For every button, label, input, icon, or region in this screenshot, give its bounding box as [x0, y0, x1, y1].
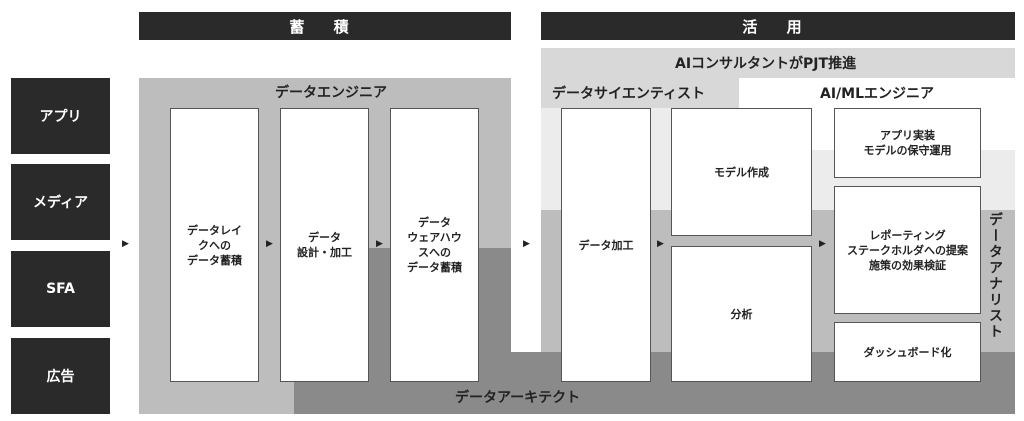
role-ai-consultant: AIコンサルタントがPJT推進	[675, 56, 857, 72]
box-data-warehouse: データ ウェアハウ スへの データ蓄積	[390, 108, 479, 382]
role-data-analyst: データアナリスト	[987, 212, 1003, 340]
source-media: メディア	[11, 164, 110, 240]
box-analysis: 分析	[671, 246, 812, 382]
source-sfa: SFA	[11, 251, 110, 327]
role-ai-ml-engineer: AI/MLエンジニア	[820, 86, 935, 102]
role-data-engineer: データエンジニア	[275, 85, 387, 101]
arrow-lake-to-design: ▶	[266, 239, 273, 249]
box-model-creation: モデル作成	[671, 108, 812, 236]
arrow-design-to-warehouse: ▶	[376, 239, 383, 249]
box-data-design: データ 設計・加工	[280, 108, 369, 382]
arrow-model-to-outputs: ▶	[819, 239, 826, 249]
box-data-lake: データレイ クへの データ蓄積	[170, 108, 259, 382]
box-app-implementation: アプリ実装 モデルの保守運用	[834, 108, 981, 178]
box-dashboard: ダッシュボード化	[834, 322, 981, 382]
arrow-warehouse-to-processing: ▶	[523, 239, 530, 249]
role-data-architect: データアーキテクト	[455, 390, 581, 406]
data-scientist-title-band	[541, 78, 739, 108]
source-app: アプリ	[11, 78, 110, 154]
header-utilize: 活 用	[541, 12, 1015, 40]
arrow-sources-to-lake: ▶	[122, 239, 129, 249]
header-accumulate: 蓄 積	[139, 12, 511, 40]
role-data-scientist: データサイエンティスト	[552, 86, 706, 102]
box-reporting: レポーティング ステークホルダへの提案 施策の効果検証	[834, 186, 981, 314]
source-ads: 広告	[11, 338, 110, 414]
ai-consultant-region	[541, 48, 1015, 78]
arrow-processing-to-model: ▶	[657, 239, 664, 249]
box-data-processing: データ加工	[561, 108, 651, 382]
